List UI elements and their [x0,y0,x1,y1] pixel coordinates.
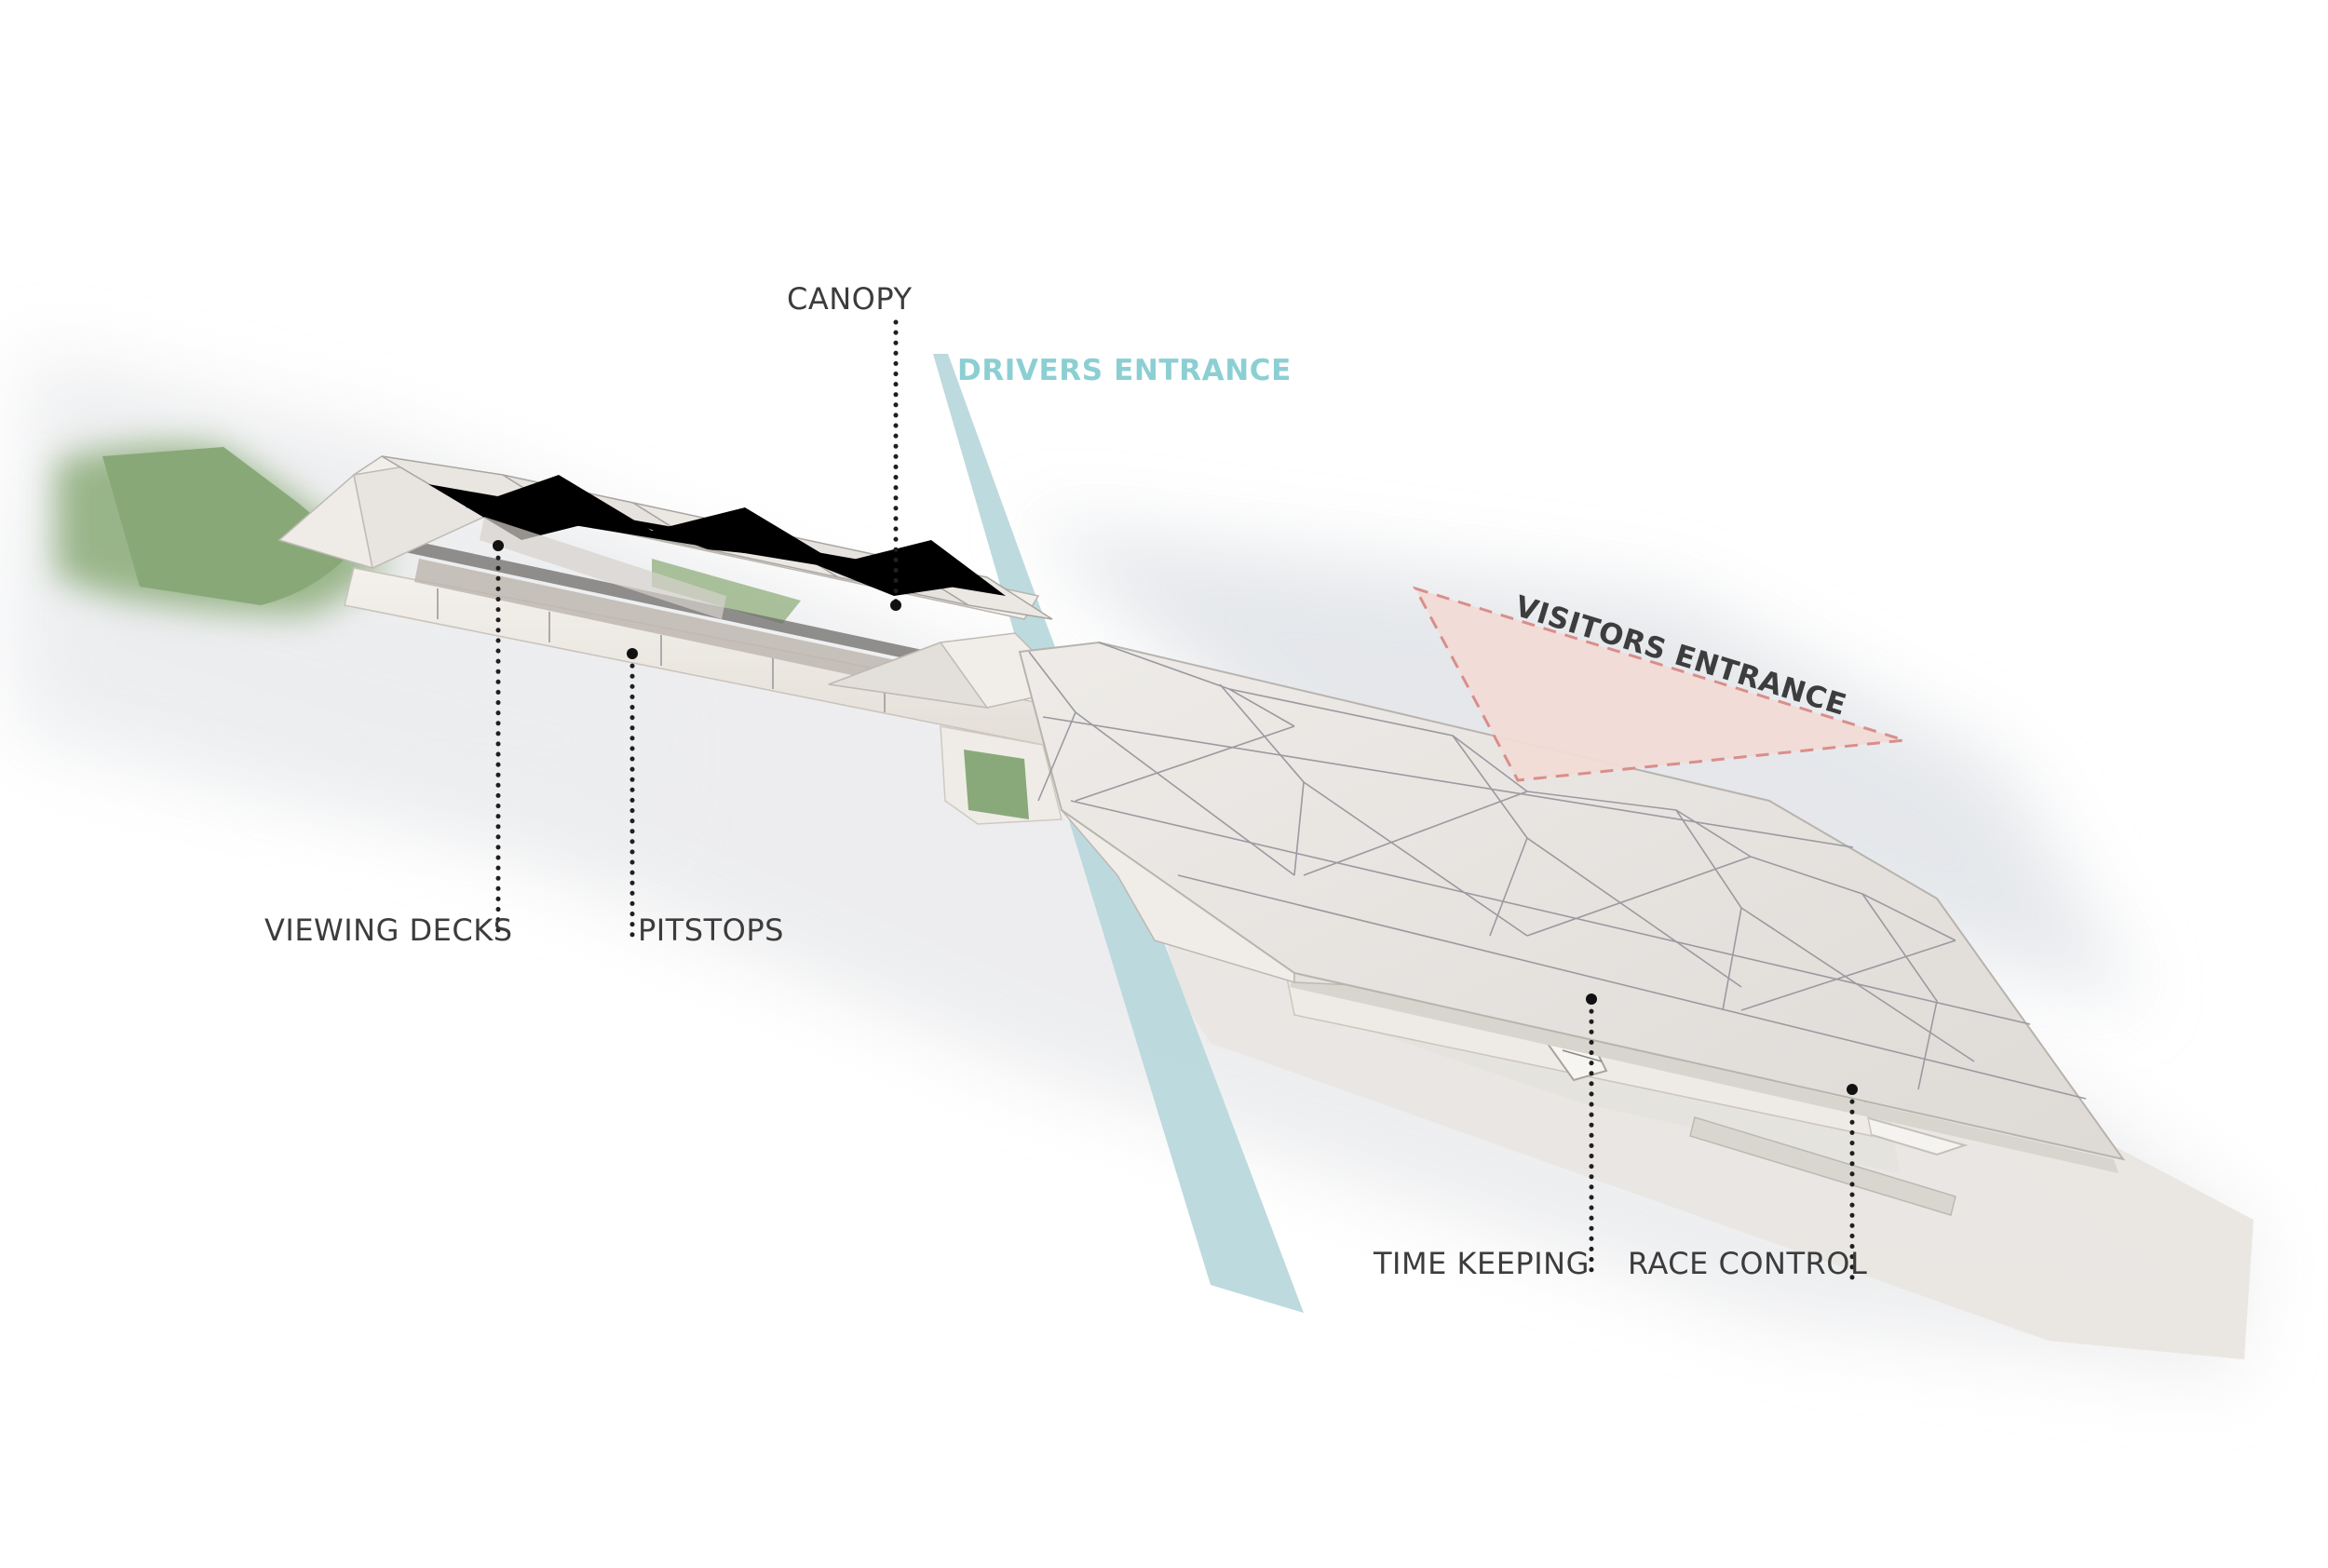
visitors-entrance-zone [1412,586,1905,782]
label-race-control: RACE CONTROL [1628,1246,1867,1281]
race-control-marker [1847,1084,1858,1095]
label-canopy: CANOPY [787,281,913,317]
viewing-decks-marker [493,540,504,551]
label-viewing-decks: VIEWING DECKS [264,912,513,948]
canopy-marker [890,600,901,611]
label-time-keeping: TIME KEEPING [1373,1246,1590,1281]
left-canopy [277,455,1073,709]
right-roof [1018,641,2126,1173]
label-drivers-entrance: DRIVERS ENTRANCE [957,354,1292,387]
pitstops-marker [627,648,638,659]
callout-leaders [493,319,1858,1280]
time-keeping-marker [1586,994,1597,1005]
label-pitstops: PITSTOPS [638,912,784,948]
drivers-entrance-path [933,354,1304,1313]
